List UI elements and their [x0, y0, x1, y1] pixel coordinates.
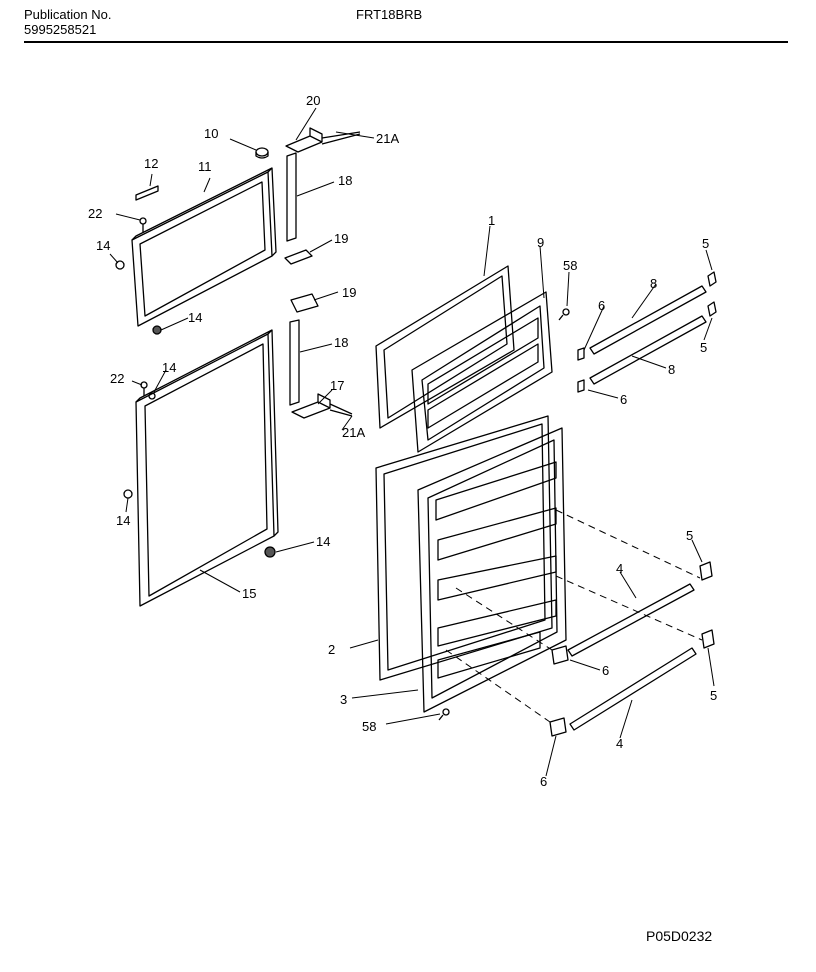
callout-15: 15 — [242, 586, 256, 601]
callout-14: 14 — [316, 534, 330, 549]
callout-19: 19 — [342, 285, 356, 300]
callout-5: 5 — [702, 236, 709, 251]
callout-14: 14 — [116, 513, 130, 528]
rail-end-cap — [577, 347, 585, 361]
nameplate — [135, 185, 159, 201]
callout-3: 3 — [340, 692, 347, 707]
callout-11: 11 — [198, 159, 212, 174]
callout-18: 18 — [338, 173, 352, 188]
callout-2: 2 — [328, 642, 335, 657]
callout-5: 5 — [710, 688, 717, 703]
lower-block — [290, 293, 319, 313]
rail-end-cap — [699, 561, 713, 581]
figure-code: P05D0232 — [646, 928, 713, 944]
callout-17: 17 — [330, 378, 344, 393]
leader-lines — [109, 107, 715, 777]
callout-8: 8 — [650, 276, 657, 291]
callout-19: 19 — [334, 231, 348, 246]
callout-6: 6 — [620, 392, 627, 407]
freezer-door-liner — [411, 291, 553, 453]
screw — [558, 308, 570, 321]
callout-18: 18 — [334, 335, 348, 350]
callout-14: 14 — [162, 360, 176, 375]
callout-1: 1 — [488, 213, 495, 228]
hinge-pins — [321, 131, 361, 145]
fresh-food-shelf-rail — [569, 647, 697, 731]
upper-channel — [286, 152, 297, 242]
screw — [438, 708, 450, 721]
publication-label: Publication No. — [24, 7, 112, 22]
callout-21a: 21A — [342, 425, 365, 440]
freezer-shelf-rail — [589, 285, 707, 355]
upper-door-frame — [131, 167, 277, 327]
callout-58: 58 — [563, 258, 577, 273]
callout-6: 6 — [602, 663, 609, 678]
alignment-lines — [445, 509, 703, 723]
plug-button — [255, 147, 269, 159]
callout-14: 14 — [96, 238, 110, 253]
callout-22: 22 — [88, 206, 102, 221]
lower-door-frame — [135, 329, 279, 607]
callout-labels: 10 11 12 22 14 14 20 21A 18 19 19 18 17 … — [88, 93, 717, 789]
callout-5: 5 — [700, 340, 707, 355]
rail-end-cap — [577, 379, 585, 393]
lower-channel — [289, 319, 300, 406]
callout-4: 4 — [616, 561, 623, 576]
callout-58: 58 — [362, 719, 376, 734]
plug — [148, 392, 156, 400]
callout-8: 8 — [668, 362, 675, 377]
callout-21a: 21A — [376, 131, 399, 146]
callout-14: 14 — [188, 310, 202, 325]
callout-6: 6 — [598, 298, 605, 313]
callout-20: 20 — [306, 93, 320, 108]
rail-end-cap — [551, 645, 569, 665]
rail-end-cap — [549, 717, 567, 737]
plug — [115, 260, 125, 270]
fresh-food-shelf-rail — [567, 583, 695, 657]
callout-10: 10 — [204, 126, 218, 141]
callout-22: 22 — [110, 371, 124, 386]
screw — [140, 381, 148, 396]
callout-5: 5 — [686, 528, 693, 543]
publication-number: 5995258521 — [24, 22, 97, 37]
hinge-pins — [329, 403, 353, 417]
rail-end-cap — [701, 629, 715, 649]
header-rule — [24, 41, 788, 43]
callout-4: 4 — [616, 736, 623, 751]
upper-hinge — [285, 127, 323, 153]
freezer-shelf-rail — [589, 315, 707, 385]
plug — [264, 546, 276, 558]
upper-block — [284, 249, 313, 265]
callout-12: 12 — [144, 156, 158, 171]
freezer-gasket — [375, 265, 515, 429]
plug — [152, 325, 162, 335]
model-number: FRT18BRB — [356, 7, 423, 22]
rail-end-cap — [707, 271, 717, 287]
fresh-food-door-liner — [417, 427, 567, 713]
plug — [123, 489, 133, 499]
callout-6: 6 — [540, 774, 547, 789]
rail-end-cap — [707, 301, 717, 317]
callout-9: 9 — [537, 235, 544, 250]
screw — [139, 217, 147, 232]
fresh-food-gasket — [375, 415, 553, 681]
